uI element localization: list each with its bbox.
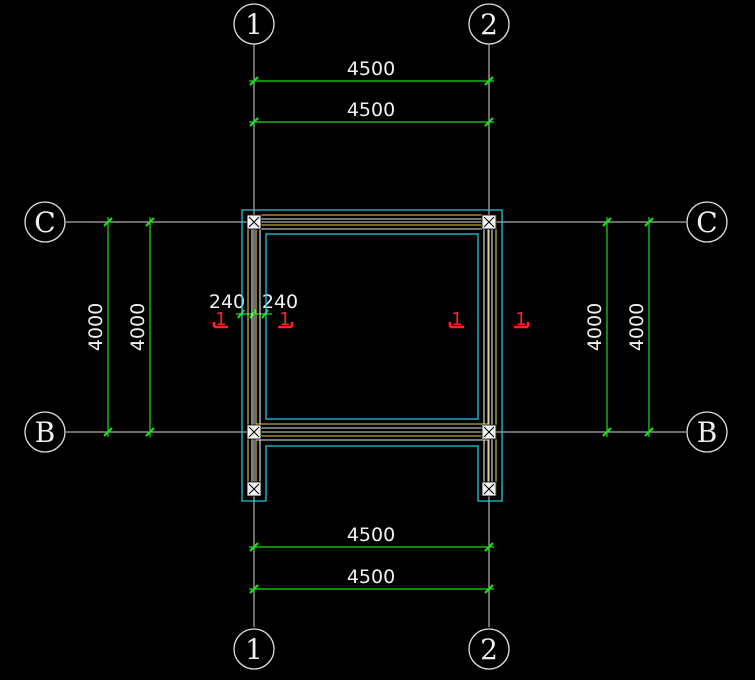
axis-label-c-left: C — [34, 206, 55, 239]
axis-label-b-right: B — [697, 416, 718, 449]
axis-label-1-top: 1 — [245, 8, 263, 41]
axis-bubble-c-right: C — [686, 201, 728, 243]
section-mark-label-2: 1 — [279, 309, 290, 330]
dim-bottom-inner: 4500 — [249, 524, 494, 552]
axis-label-b-left: B — [35, 416, 56, 449]
dim-text-right-outer: 4000 — [626, 303, 648, 351]
axis-label-1-bottom: 1 — [245, 633, 263, 666]
axis-label-2-top: 2 — [480, 8, 498, 41]
dim-top-inner: 4500 — [249, 99, 494, 127]
column-1-end — [246, 481, 262, 497]
column-1b — [246, 424, 262, 440]
wall-inner-outline — [265, 233, 479, 420]
dim-text-bottom-outer: 4500 — [347, 566, 395, 588]
section-mark-label-3: 1 — [451, 309, 462, 330]
axis-label-2-bottom: 2 — [480, 633, 498, 666]
dim-left-inner: 4000 — [127, 217, 155, 437]
section-mark-1: 1 — [212, 309, 228, 330]
axis-bubbles: 1 2 1 2 C B C B — [24, 3, 728, 670]
column-1c — [246, 214, 262, 230]
dim-text-top-outer: 4500 — [347, 58, 395, 80]
dim-right-outer: 4000 — [626, 217, 654, 437]
wall-outer-outline — [241, 209, 503, 502]
dim-text-wall-left: 240 — [209, 291, 245, 313]
columns — [246, 214, 497, 497]
dim-left-outer: 4000 — [85, 217, 113, 437]
section-marks: 1 1 1 1 — [212, 309, 530, 330]
dim-text-left-inner: 4000 — [127, 303, 149, 351]
dim-wall-thickness: 240 240 — [209, 291, 298, 319]
column-2c — [481, 214, 497, 230]
axis-bubble-2-bottom: 2 — [468, 628, 510, 670]
axis-bubble-2-top: 2 — [468, 3, 510, 45]
dim-text-top-inner: 4500 — [347, 99, 395, 121]
column-2-end — [481, 481, 497, 497]
axis-bubble-b-right: B — [686, 411, 728, 453]
section-mark-label-1: 1 — [215, 309, 226, 330]
section-mark-label-4: 1 — [515, 309, 526, 330]
dim-text-left-outer: 4000 — [85, 303, 107, 351]
dim-top-outer: 4500 — [249, 58, 494, 86]
dim-bottom-outer: 4500 — [249, 566, 494, 594]
axis-bubble-1-bottom: 1 — [233, 628, 275, 670]
axis-bubble-1-top: 1 — [233, 3, 275, 45]
beams — [247, 214, 497, 496]
axis-lines — [66, 44, 686, 627]
column-2b — [481, 424, 497, 440]
section-mark-4: 1 — [514, 309, 530, 330]
dim-text-bottom-inner: 4500 — [347, 524, 395, 546]
axis-bubble-b-left: B — [24, 411, 66, 453]
section-mark-3: 1 — [448, 309, 464, 330]
walls — [241, 209, 503, 502]
dim-right-inner: 4000 — [584, 217, 612, 437]
section-mark-2: 1 — [278, 309, 294, 330]
dim-text-right-inner: 4000 — [584, 303, 606, 351]
axis-bubble-c-left: C — [24, 201, 66, 243]
dim-text-wall-right: 240 — [262, 291, 298, 313]
axis-label-c-right: C — [696, 206, 717, 239]
